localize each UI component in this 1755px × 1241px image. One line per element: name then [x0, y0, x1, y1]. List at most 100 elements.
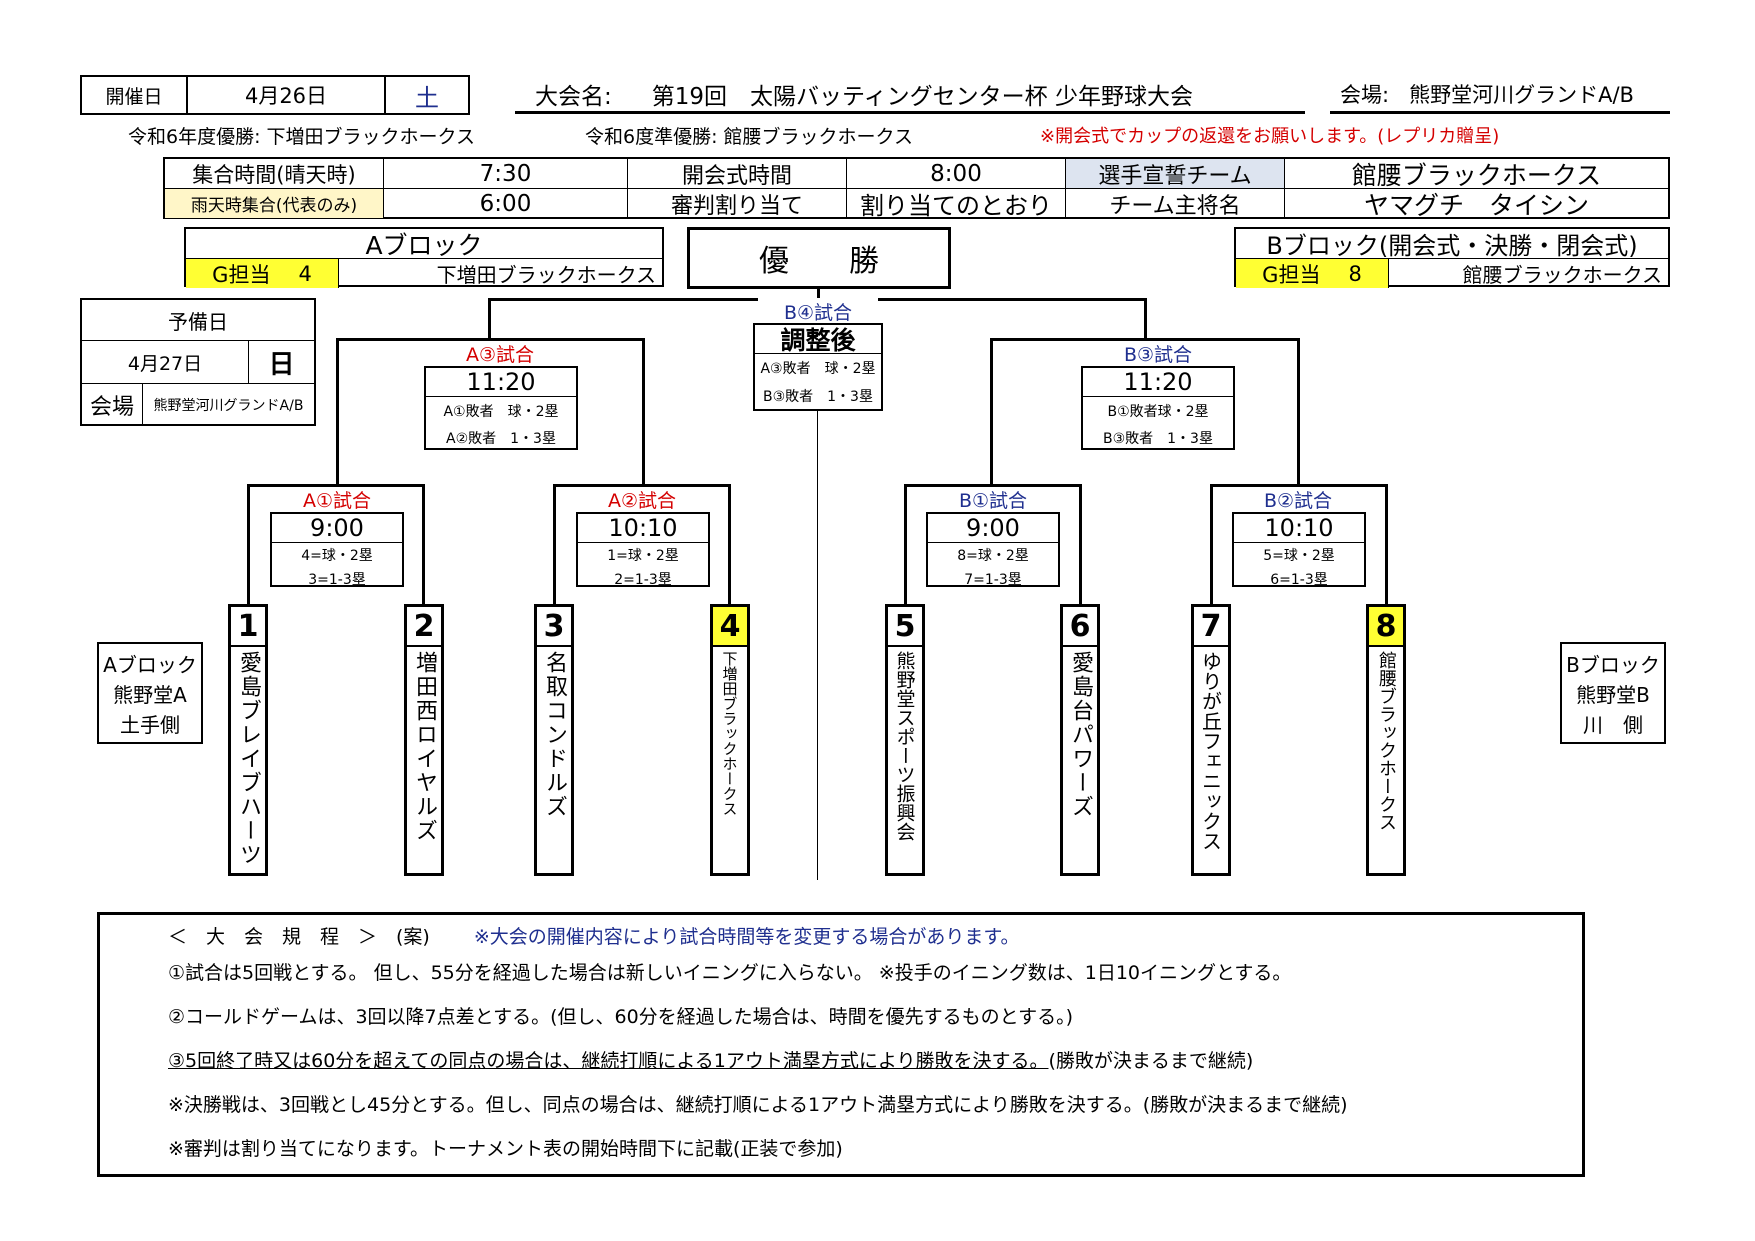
team-column-1: 1 愛島ブレイブハーツ	[228, 604, 268, 876]
reserve-day-box: 予備日 4月27日 日 会場 熊野堂河川グランドA/B	[80, 298, 316, 426]
reserve-day-label: 予備日	[82, 300, 314, 341]
final-time: 調整後	[755, 325, 881, 355]
oath-team-value: 館腰ブラックホークス	[1351, 160, 1602, 190]
a3-time-box: 11:20 A①敗者 球・2塁 A②敗者 1・3塁	[424, 366, 578, 450]
field-b-box: Bブロック 熊野堂B 川 側	[1560, 642, 1666, 744]
reserve-weekday: 日	[268, 349, 295, 380]
schedule-row-1: 集合時間(晴天時) 7:30 開会式時間 8:00 選手宣誓チーム 館腰ブラック…	[165, 159, 1668, 190]
block-a-g-num: 4	[298, 261, 312, 286]
rule-line-3: ③5回終了時又は60分を超えての同点の場合は、継続打順による1アウト満塁方式によ…	[168, 1037, 1582, 1081]
team-name: 熊野堂スポーツ振興会	[893, 651, 916, 841]
champion-box: 優 勝	[687, 227, 951, 289]
team-column-5: 5 熊野堂スポーツ振興会	[885, 604, 925, 876]
a2-time: 10:10	[578, 514, 708, 543]
block-a-title: Aブロック	[186, 229, 662, 260]
team-column-4: 4 下増田ブラックホークス	[710, 604, 750, 876]
assembly-time-label: 集合時間(晴天時)	[165, 159, 384, 188]
field-b-line-1: Bブロック	[1566, 652, 1660, 677]
tournament-name: 第19回 太陽バッティングセンター杯 少年野球大会	[651, 83, 1193, 110]
rule-line-3-tail: (勝敗が決まるまで継続)	[1048, 1049, 1254, 1072]
team-name: 愛島ブレイブハーツ	[236, 651, 261, 867]
reserve-venue-label: 会場	[82, 384, 143, 426]
team-column-2: 2 増田西ロイヤルズ	[404, 604, 444, 876]
field-a-line-2: 熊野堂A	[113, 682, 187, 707]
a2-game-label: A②試合	[607, 490, 677, 512]
a1-game-label: A①試合	[302, 490, 372, 512]
b2-time: 10:10	[1234, 514, 1364, 543]
block-a-box: Aブロック G担当 4 下増田ブラックホークス	[184, 227, 664, 288]
b1-seat-1: 8=球・2塁	[957, 548, 1029, 564]
b3-game-label: B③試合	[1123, 344, 1193, 366]
captain-value: ヤマグチ タイシン	[1363, 190, 1589, 220]
captain-label: チーム主将名	[1066, 189, 1285, 219]
date-value: 4月26日	[188, 77, 386, 113]
b1-game-label: B①試合	[958, 490, 1028, 512]
a1-seat-2: 3=1-3塁	[308, 572, 366, 588]
rule-line-1: ①試合は5回戦とする。 但し、55分を経過した場合は新しいイニングに入らない。 …	[168, 961, 1292, 984]
team-column-8: 8 館腰ブラックホークス	[1366, 604, 1406, 876]
rules-box: ＜ 大 会 規 程 ＞ (案) ※大会の開催内容により試合時間等を変更する場合が…	[97, 912, 1585, 1177]
team-name: ゆりが丘フェニックス	[1198, 651, 1223, 851]
a3-time: 11:20	[426, 368, 576, 397]
rules-notice: ※大会の開催内容により試合時間等を変更する場合があります。	[473, 925, 1020, 948]
reserve-venue: 熊野堂河川グランドA/B	[153, 398, 304, 414]
a1-seat-1: 4=球・2塁	[301, 548, 373, 564]
final-seat-1: A③敗者 球・2塁	[760, 361, 876, 377]
cup-return-notice: ※開会式でカップの返還をお願いします。(レプリカ贈呈)	[1040, 126, 1500, 147]
team-number: 3	[537, 607, 571, 647]
block-a-g-team: 下増田ブラックホークス	[436, 263, 656, 287]
team-name: 名取コンドルズ	[542, 651, 567, 819]
b2-time-box: 10:10 5=球・2塁 6=1-3塁	[1232, 512, 1366, 588]
schedule-table: 集合時間(晴天時) 7:30 開会式時間 8:00 選手宣誓チーム 館腰ブラック…	[163, 157, 1670, 220]
rules-heading: ＜ 大 会 規 程 ＞ (案)	[168, 925, 430, 948]
final-game-label: B④試合	[758, 298, 878, 325]
block-a-g-cell: G担当 4	[186, 259, 339, 288]
final-time-box: 調整後 A③敗者 球・2塁 B③敗者 1・3塁	[753, 323, 883, 411]
b3-seat-1: B①敗者球・2塁	[1107, 403, 1209, 420]
rule-line-4: ※決勝戦は、3回戦とし45分とする。但し、同点の場合は、継続打順による1アウト満…	[168, 1093, 1348, 1116]
block-b-g-team: 館腰ブラックホークス	[1462, 263, 1662, 287]
tournament-title: 大会名: 第19回 太陽バッティングセンター杯 少年野球大会	[515, 76, 1305, 114]
field-a-line-3: 土手側	[120, 712, 180, 737]
opening-time-label: 開会式時間	[628, 159, 847, 189]
team-name: 愛島台パワーズ	[1068, 651, 1093, 819]
venue-name: 熊野堂河川グランドA/B	[1409, 82, 1634, 107]
b3-seat-2: B③敗者 1・3塁	[1103, 430, 1213, 447]
field-a-line-1: Aブロック	[103, 652, 197, 677]
team-number: 4	[713, 607, 747, 647]
a2-seat-2: 2=1-3塁	[614, 572, 672, 588]
b2-game-label: B②試合	[1263, 490, 1333, 512]
team-name: 館腰ブラックホークス	[1376, 651, 1397, 831]
a2-time-box: 10:10 1=球・2塁 2=1-3塁	[576, 512, 710, 588]
team-column-3: 3 名取コンドルズ	[534, 604, 574, 876]
schedule-row-2: 雨天時集合(代表のみ) 6:00 審判割り当て 割り当てのとおり チーム主将名 …	[165, 189, 1668, 220]
a3-seat-2: A②敗者 1・3塁	[446, 430, 556, 447]
team-name: 下増田ブラックホークス	[720, 651, 739, 816]
team-number: 6	[1063, 607, 1097, 647]
date-label: 開催日	[82, 77, 188, 113]
a1-time-box: 9:00 4=球・2塁 3=1-3塁	[270, 512, 404, 588]
team-column-6: 6 愛島台パワーズ	[1060, 604, 1100, 876]
b2-seat-1: 5=球・2塁	[1263, 548, 1335, 564]
b3-time-box: 11:20 B①敗者球・2塁 B③敗者 1・3塁	[1081, 366, 1235, 450]
team-number: 7	[1194, 607, 1228, 647]
block-b-g-label: G担当	[1262, 262, 1321, 287]
a1-time: 9:00	[272, 514, 402, 543]
team-name: 増田西ロイヤルズ	[412, 651, 437, 843]
final-seat-2: B③敗者 1・3塁	[763, 389, 873, 405]
venue-label: 会場:	[1340, 82, 1390, 107]
a3-game-label: A③試合	[465, 344, 535, 366]
rain-assembly-label: 雨天時集合(代表のみ)	[165, 189, 384, 218]
block-a-g-label: G担当	[212, 262, 271, 287]
team-number: 8	[1369, 607, 1403, 647]
a2-seat-1: 1=球・2塁	[607, 548, 679, 564]
b1-seat-2: 7=1-3塁	[964, 572, 1022, 588]
reserve-date: 4月27日	[82, 341, 249, 383]
team-column-7: 7 ゆりが丘フェニックス	[1191, 604, 1231, 876]
weekday-value: 土	[415, 83, 439, 112]
prev-winner: 令和6年度優勝: 下増田ブラックホークス	[128, 125, 475, 148]
block-b-g-num: 8	[1348, 261, 1362, 286]
field-a-box: Aブロック 熊野堂A 土手側	[97, 642, 203, 744]
block-b-g-cell: G担当 8	[1236, 259, 1389, 288]
umpire-label: 審判割り当て	[628, 189, 847, 219]
